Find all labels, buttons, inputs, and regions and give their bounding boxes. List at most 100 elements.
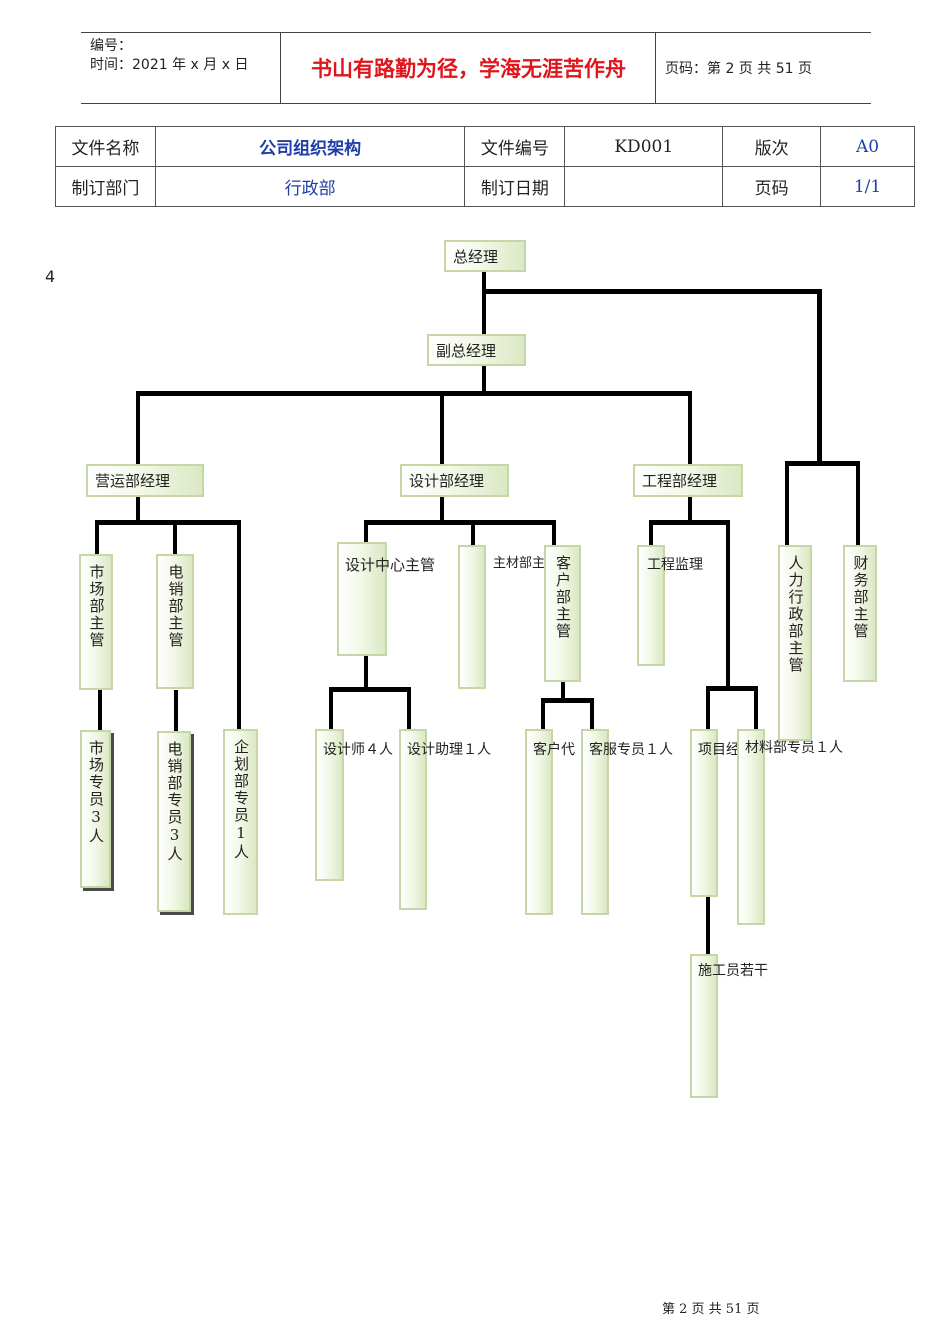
connector-line bbox=[541, 698, 545, 729]
service-staff-label: 客服专员１人 bbox=[589, 742, 673, 758]
connector-line bbox=[706, 897, 710, 954]
connector-line bbox=[329, 687, 333, 731]
org-box-label: 营运部经理 bbox=[95, 472, 171, 490]
org-box-planning-staff: 企划部专员1人 bbox=[223, 729, 258, 915]
connector-line bbox=[649, 520, 730, 525]
connector-line bbox=[173, 520, 177, 555]
page-value: 1/1 bbox=[820, 166, 915, 207]
org-box-label: 人力行政部主管 bbox=[786, 555, 805, 674]
client-rep-label: 客户代 bbox=[533, 742, 575, 758]
connector-line bbox=[590, 698, 594, 729]
org-box-label: 总经理 bbox=[453, 247, 499, 266]
document-date: 时间：2021 年 x 月 x 日 bbox=[90, 57, 249, 73]
connector-line bbox=[136, 391, 140, 465]
connector-line bbox=[706, 686, 758, 691]
connector-line bbox=[329, 687, 411, 692]
connector-line bbox=[98, 690, 102, 730]
connector-line bbox=[364, 656, 368, 690]
table-row: 制订部门 行政部 制订日期 页码 1/1 bbox=[55, 166, 915, 207]
file-name-label: 文件名称 bbox=[55, 126, 156, 167]
connector-line bbox=[482, 366, 486, 394]
org-box-client-rep bbox=[525, 729, 553, 915]
org-box-esales-supervisor: 电销部主管 bbox=[156, 554, 194, 689]
design-assistant-label: 设计助理１人 bbox=[407, 742, 491, 758]
connector-line bbox=[706, 686, 710, 730]
workers-label: 施工员若干 bbox=[698, 963, 768, 979]
org-box-design-center-supervisor bbox=[337, 542, 387, 656]
connector-line bbox=[688, 497, 692, 524]
org-box-market-supervisor: 市场部主管 bbox=[79, 554, 113, 690]
connector-line bbox=[440, 497, 444, 524]
date-value bbox=[564, 166, 724, 207]
version-value: A0 bbox=[820, 126, 915, 167]
page-header: 编号： 时间：2021 年 x 月 x 日 书山有路勤为径，学海无涯苦作舟 页码… bbox=[81, 32, 871, 104]
project-manager-label: 项目经 bbox=[698, 742, 740, 758]
connector-line bbox=[136, 497, 140, 524]
org-box-deputy-general-manager: 副总经理 bbox=[427, 334, 526, 366]
design-center-supervisor-label: 设计中心主管 bbox=[345, 556, 436, 574]
org-box-materials-staff bbox=[737, 729, 765, 925]
connector-line bbox=[726, 520, 730, 690]
org-box-general-manager: 总经理 bbox=[444, 240, 526, 272]
materials-supervisor-label: 主材部主管 bbox=[493, 556, 559, 571]
org-box-designer bbox=[315, 729, 344, 881]
connector-line bbox=[471, 520, 475, 545]
connector-line bbox=[754, 686, 758, 730]
connector-line bbox=[552, 520, 556, 545]
connector-line bbox=[95, 520, 241, 525]
document-number-label: 编号： bbox=[90, 38, 132, 54]
connector-line bbox=[482, 272, 486, 336]
org-box-workers bbox=[690, 954, 718, 1098]
org-box-label: 工程部经理 bbox=[642, 472, 718, 490]
org-box-service-staff bbox=[581, 729, 609, 915]
materials-staff-label: 材料部专员１人 bbox=[745, 740, 843, 756]
org-box-label: 设计部经理 bbox=[409, 472, 485, 490]
org-box-engineering-manager: 工程部经理 bbox=[633, 464, 743, 497]
connector-line bbox=[541, 698, 594, 703]
file-no-value: KD001 bbox=[564, 126, 724, 167]
page-footer: 第 2 页 共 51 页 bbox=[662, 1302, 760, 1317]
org-box-operations-manager: 营运部经理 bbox=[86, 464, 204, 497]
dept-value: 行政部 bbox=[154, 166, 466, 207]
connector-line bbox=[785, 461, 860, 466]
header-motto: 书山有路勤为径，学海无涯苦作舟 bbox=[282, 33, 656, 103]
file-name-value: 公司组织架构 bbox=[154, 126, 466, 167]
side-number: 4 bbox=[45, 267, 56, 286]
connector-line bbox=[364, 520, 368, 542]
connector-line bbox=[649, 520, 653, 545]
document-info-table: 文件名称 公司组织架构 文件编号 KD001 版次 A0 制订部门 行政部 制订… bbox=[55, 126, 915, 207]
org-box-finance-supervisor: 财务部主管 bbox=[843, 545, 877, 682]
connector-line bbox=[561, 682, 565, 702]
connector-line bbox=[688, 391, 692, 465]
org-box-label: 电销部主管 bbox=[166, 564, 185, 649]
org-box-label: 电销部专员3人 bbox=[165, 741, 184, 863]
connector-line bbox=[440, 391, 444, 465]
org-box-hr-supervisor: 人力行政部主管 bbox=[778, 545, 812, 741]
org-box-design-assistant bbox=[399, 729, 427, 910]
page-label: 页码 bbox=[722, 166, 822, 207]
connector-line bbox=[237, 520, 241, 730]
org-box-project-manager bbox=[690, 729, 718, 897]
connector-line bbox=[407, 687, 411, 731]
dept-label: 制订部门 bbox=[55, 166, 156, 207]
org-box-label: 市场部主管 bbox=[87, 564, 106, 649]
engineering-supervisor-label: 工程监理 bbox=[647, 557, 703, 573]
org-box-engineering-supervisor bbox=[637, 545, 665, 666]
org-box-label: 财务部主管 bbox=[851, 555, 870, 640]
connector-line bbox=[856, 461, 860, 547]
file-no-label: 文件编号 bbox=[464, 126, 566, 167]
org-box-market-staff: 市场专员3人 bbox=[80, 730, 111, 888]
header-page-info: 页码：第 2 页 共 51 页 bbox=[665, 61, 812, 77]
date-label: 制订日期 bbox=[464, 166, 566, 207]
connector-line bbox=[817, 289, 822, 465]
connector-line bbox=[95, 520, 99, 556]
org-box-label: 企划部专员1人 bbox=[232, 739, 250, 861]
table-row: 文件名称 公司组织架构 文件编号 KD001 版次 A0 bbox=[55, 126, 915, 167]
version-label: 版次 bbox=[722, 126, 822, 167]
connector-line bbox=[136, 391, 692, 396]
org-box-label: 客户部主管 bbox=[554, 555, 572, 640]
connector-line bbox=[174, 690, 178, 732]
connector-line bbox=[785, 461, 789, 547]
header-meta: 编号： 时间：2021 年 x 月 x 日 bbox=[81, 33, 281, 103]
designer-label: 设计师４人 bbox=[323, 742, 393, 758]
